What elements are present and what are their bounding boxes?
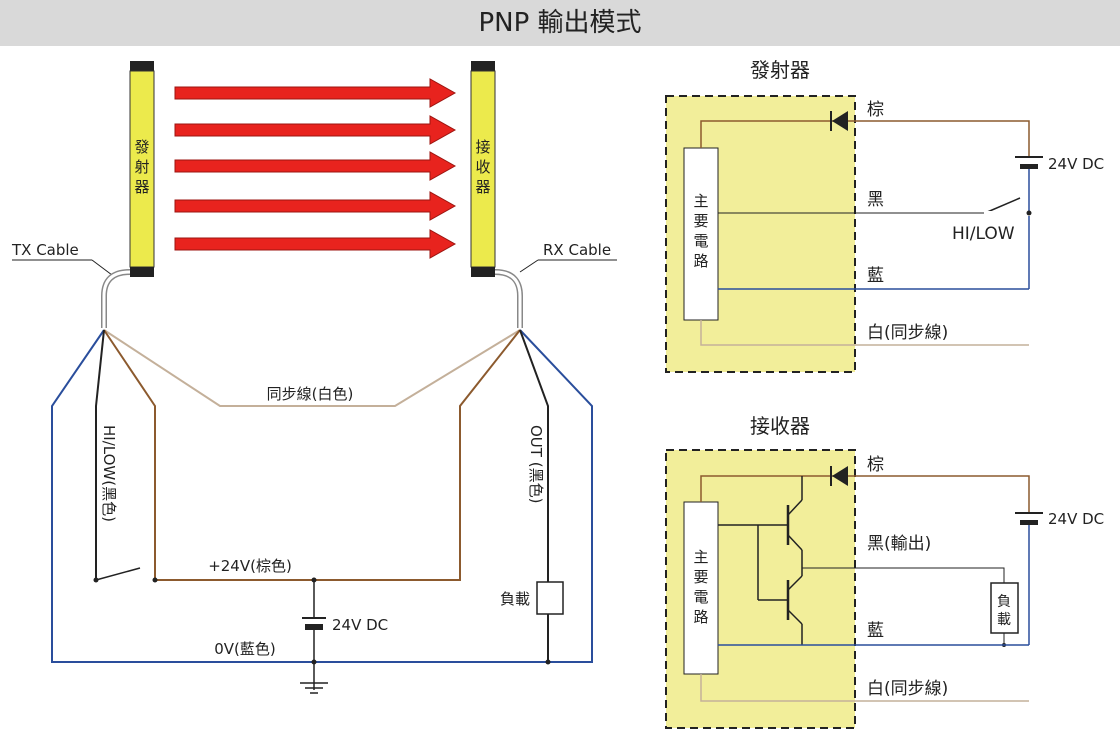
hilow-switch — [95, 567, 141, 581]
main-circuit-char: 要 — [693, 212, 708, 230]
diode-icon — [832, 111, 848, 131]
dc-label: 24V DC — [332, 616, 388, 634]
beam-arrows — [174, 78, 457, 259]
out-label: OUT (黑色) — [527, 425, 545, 503]
receiver-bar: 接 收 器 — [470, 61, 496, 277]
emitter-bar: 發 射 器 — [129, 61, 155, 277]
main-circuit-char: 主 — [693, 548, 708, 566]
emitter-char: 器 — [134, 178, 149, 196]
load-char: 負 — [997, 594, 1011, 610]
page-title: PNP 輸出模式 — [478, 8, 642, 38]
load-box — [536, 581, 564, 615]
rx-cable-label: RX Cable — [543, 241, 611, 259]
hilow-wire — [95, 329, 105, 580]
title-bar — [0, 0, 1120, 46]
receiver-char: 收 — [475, 158, 490, 176]
blue-wire-label: 藍 — [867, 621, 884, 641]
receiver-main-circuit — [683, 501, 719, 675]
plus24-label: +24V(棕色) — [208, 557, 292, 575]
receiver-schematic: 接收器 主 要 電 路 棕 24V DC — [665, 414, 1104, 729]
hilow-switch — [984, 197, 1021, 214]
zero-volt-wire — [51, 329, 593, 663]
beam-arrow — [174, 191, 457, 221]
white-wire-label: 白(同步線) — [867, 679, 948, 699]
receiver-char: 器 — [475, 178, 490, 196]
sync-wire — [103, 329, 521, 407]
load-label: 負載 — [500, 590, 530, 608]
blue-wire-label: 藍 — [867, 266, 884, 286]
emitter-char: 射 — [134, 158, 149, 176]
brown-wire-label: 棕 — [867, 100, 884, 120]
main-circuit-char: 要 — [693, 568, 708, 586]
main-circuit-char: 電 — [693, 232, 708, 250]
zero-volt-label: 0V(藍色) — [214, 640, 276, 658]
beam-arrow — [174, 78, 457, 108]
transistor-icon — [718, 476, 803, 645]
hilow-switch-label: HI/LOW — [952, 224, 1015, 244]
load-char: 載 — [997, 612, 1011, 628]
white-wire-label: 白(同步線) — [867, 323, 948, 343]
beam-arrow — [174, 151, 457, 181]
main-circuit-char: 電 — [693, 588, 708, 606]
emitter-char: 發 — [134, 138, 149, 156]
tx-cable-label: TX Cable — [11, 241, 79, 259]
emitter-schematic: 發射器 主 要 電 路 棕 24V DC 黑 HI/LOW 藍 白(同步線) — [665, 58, 1104, 373]
main-circuit-char: 路 — [693, 252, 708, 270]
plus24-wire — [103, 329, 521, 581]
left-overview: 發 射 器 接 收 器 TX Cable RX Cable — [11, 61, 617, 694]
sync-label: 同步線(白色) — [267, 385, 354, 403]
hilow-label: HI/LOW(黑色) — [100, 425, 118, 522]
main-circuit-char: 路 — [693, 608, 708, 626]
receiver-dc-label: 24V DC — [1048, 510, 1104, 528]
black-wire-label: 黑(輸出) — [867, 534, 931, 554]
out-wire — [519, 329, 549, 582]
black-wire-label: 黑 — [867, 190, 884, 210]
brown-wire-label: 棕 — [867, 455, 884, 475]
dc-supply: 24V DC — [300, 577, 388, 694]
beam-arrow — [174, 229, 457, 259]
receiver-char: 接 — [475, 138, 490, 156]
diode-icon — [832, 466, 848, 486]
beam-arrow — [174, 115, 457, 145]
emitter-main-circuit — [683, 147, 719, 321]
emitter-title: 發射器 — [750, 58, 810, 82]
main-circuit-char: 主 — [693, 192, 708, 210]
receiver-title: 接收器 — [750, 414, 810, 438]
emitter-dc-label: 24V DC — [1048, 155, 1104, 173]
